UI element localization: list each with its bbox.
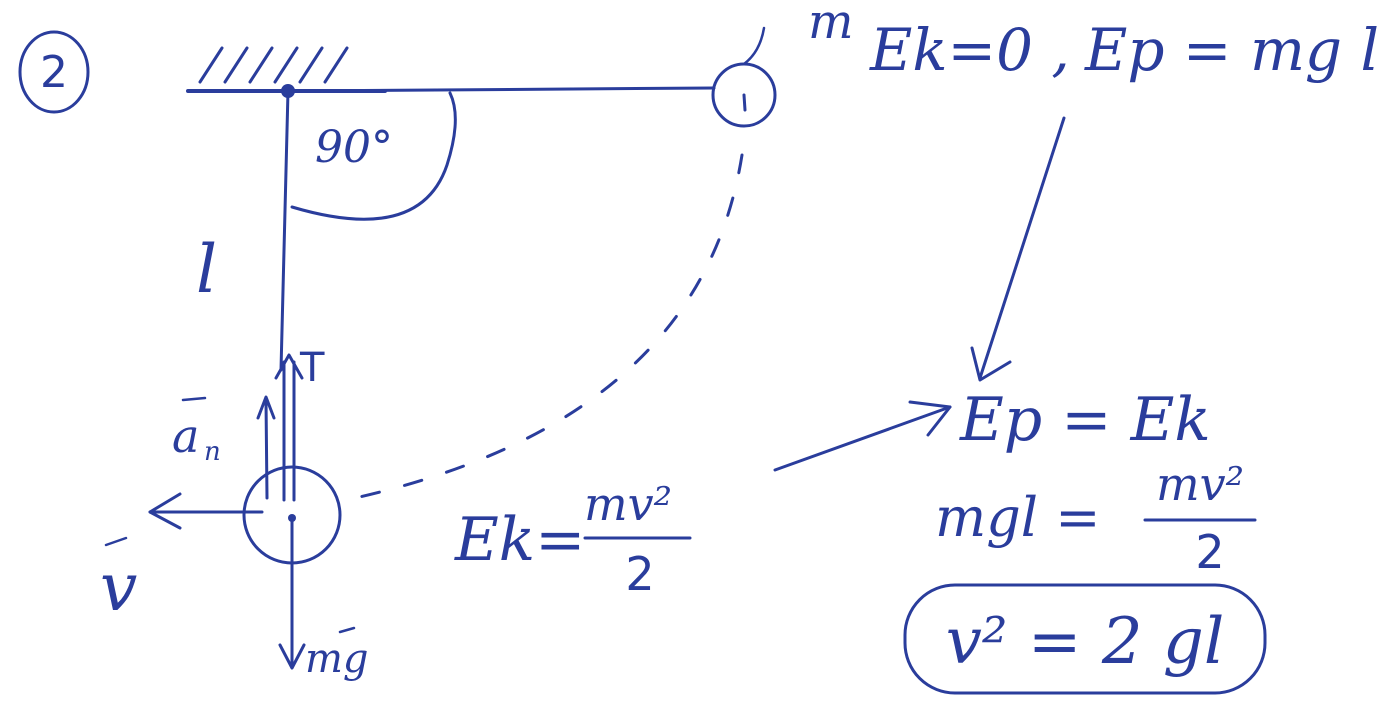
svg-text:Ek=0 ,: Ek=0 ,	[869, 16, 1070, 84]
acceleration-arrow: a n	[172, 395, 276, 500]
svg-text:mv²: mv²	[584, 477, 672, 531]
svg-text:mv²: mv²	[1156, 457, 1244, 511]
vertical-string	[279, 89, 290, 372]
mass-top: m	[711, 0, 854, 128]
trajectory-arc	[353, 153, 744, 500]
length-label: l	[196, 231, 217, 308]
svg-text:2: 2	[625, 547, 654, 601]
energy-balance: Ep = Ek	[959, 385, 1211, 455]
energy-top-equation: Ek=0 , Ep = mg l	[869, 16, 1379, 84]
svg-text:Ek=: Ek=	[454, 505, 585, 575]
mgl-equation: mgl = mv² 2	[935, 457, 1257, 579]
svg-text:mgl =: mgl =	[935, 486, 1100, 549]
arrow-right	[773, 400, 952, 472]
svg-text:90°: 90°	[315, 122, 393, 173]
tension-arrow: T	[274, 345, 325, 502]
svg-text:a: a	[172, 409, 199, 463]
kinetic-energy-expression: Ek= mv² 2	[454, 477, 692, 601]
svg-text:2: 2	[40, 47, 68, 98]
result-box: v² = 2 gl	[903, 583, 1267, 695]
svg-text:v: v	[100, 549, 137, 626]
svg-text:Ep = mg l: Ep = mg l	[1084, 16, 1379, 84]
svg-text:n: n	[204, 437, 221, 467]
arrow-down	[970, 116, 1066, 382]
svg-text:v² = 2 gl: v² = 2 gl	[946, 605, 1225, 679]
gravity-arrow: mg	[278, 514, 369, 682]
svg-text:mg: mg	[305, 636, 369, 682]
velocity-arrow: v	[100, 492, 264, 626]
problem-number: 2	[18, 30, 90, 114]
svg-text:2: 2	[1195, 525, 1224, 579]
angle-arc: 90°	[290, 91, 457, 221]
svg-text:m: m	[808, 0, 854, 50]
horizontal-string	[286, 86, 716, 93]
svg-text:T: T	[299, 345, 325, 391]
